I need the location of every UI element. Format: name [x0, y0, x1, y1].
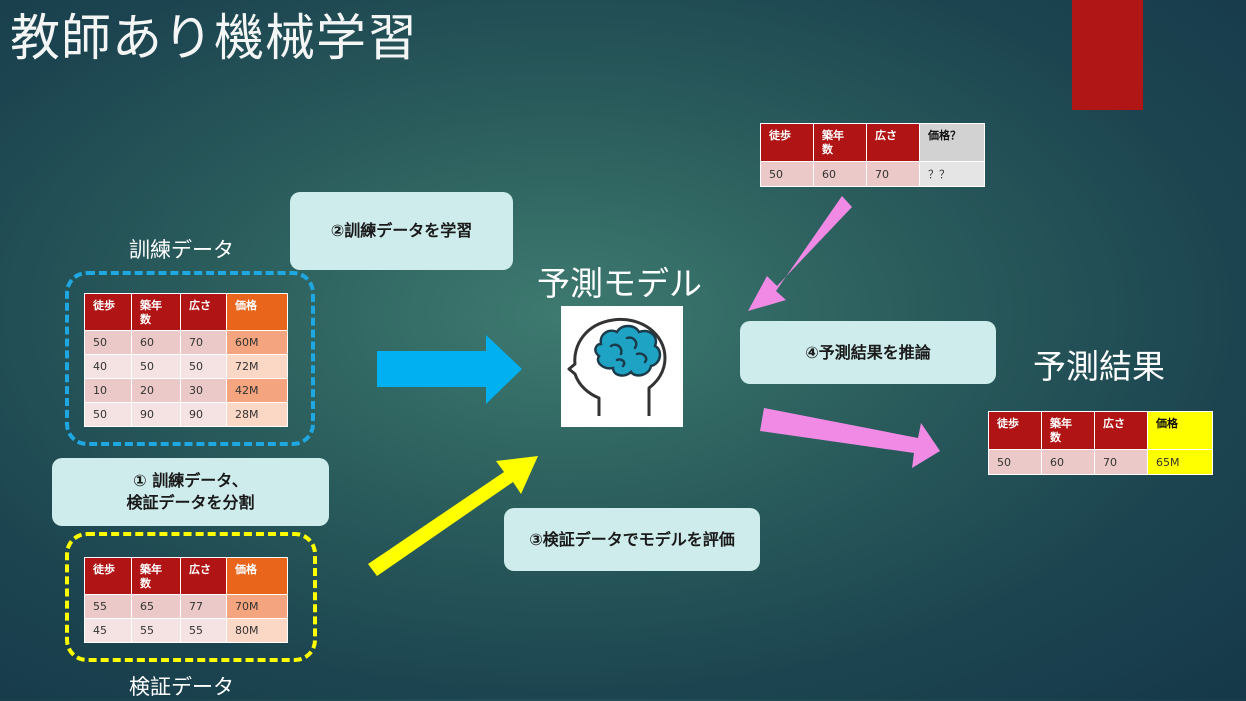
cell: 28M: [226, 402, 288, 427]
cell: 90: [131, 402, 181, 427]
header-age: 築年数: [813, 123, 867, 162]
page-title: 教師あり機械学習: [10, 9, 418, 67]
table-row: 10 20 30 42M: [84, 378, 288, 403]
cell: 50: [760, 161, 814, 187]
header-price: 価格？: [919, 123, 985, 162]
cell: ？？: [919, 161, 985, 187]
cell: 20: [131, 378, 181, 403]
cell: 70M: [226, 594, 288, 619]
cell: 40: [84, 354, 132, 379]
cell: 42M: [226, 378, 288, 403]
header-walk: 徒歩: [84, 293, 132, 331]
cell: 50: [84, 402, 132, 427]
header-walk: 徒歩: [84, 557, 132, 595]
brain-head-icon: [561, 306, 683, 427]
table-header-row: 徒歩 築年数 広さ 価格: [84, 293, 288, 331]
step3-box: ③検証データでモデルを評価: [504, 508, 760, 571]
header-age: 築年数: [131, 293, 181, 331]
header-price: 価格: [226, 293, 288, 331]
step1-box: ① 訓練データ、 検証データを分割: [52, 458, 329, 526]
header-price: 価格: [1147, 411, 1213, 450]
cell: 60M: [226, 330, 288, 355]
validation-data-label: 検証データ: [129, 675, 234, 699]
cell: 70: [1094, 449, 1148, 475]
cell: 90: [180, 402, 227, 427]
result-label: 予測結果: [1033, 347, 1165, 386]
cell: 65: [131, 594, 181, 619]
header-walk: 徒歩: [760, 123, 814, 162]
header-area: 広さ: [866, 123, 920, 162]
cell: 80M: [226, 618, 288, 643]
cell: 50: [988, 449, 1042, 475]
cell: 70: [866, 161, 920, 187]
table-row: 55 65 77 70M: [84, 594, 288, 619]
step2-box: ②訓練データを学習: [290, 192, 513, 270]
table-row: 50 60 70 ？？: [760, 161, 985, 187]
table-row: 45 55 55 80M: [84, 618, 288, 643]
table-header-row: 徒歩 築年数 広さ 価格: [988, 411, 1213, 450]
arrow-input-icon: [748, 196, 852, 311]
table-row: 50 60 70 60M: [84, 330, 288, 355]
model-label: 予測モデル: [537, 264, 702, 303]
cell: 55: [180, 618, 227, 643]
cell: 10: [84, 378, 132, 403]
cell: 72M: [226, 354, 288, 379]
cell: 50: [180, 354, 227, 379]
training-data-label: 訓練データ: [129, 238, 234, 262]
validation-table: 徒歩 築年数 広さ 価格 55 65 77 70M 45 55 55 80M: [84, 557, 288, 643]
cell: 77: [180, 594, 227, 619]
header-price: 価格: [226, 557, 288, 595]
result-table: 徒歩 築年数 広さ 価格 50 60 70 65M: [988, 411, 1213, 475]
step1-line1: ① 訓練データ、: [133, 471, 248, 490]
input-table: 徒歩 築年数 広さ 価格？ 50 60 70 ？？: [760, 123, 985, 187]
accent-rectangle: [1072, 0, 1143, 110]
training-table: 徒歩 築年数 広さ 価格 50 60 70 60M 40 50 50 72M 1…: [84, 293, 288, 427]
cell: 55: [84, 594, 132, 619]
header-age: 築年数: [131, 557, 181, 595]
header-area: 広さ: [180, 293, 227, 331]
cell: 55: [131, 618, 181, 643]
table-header-row: 徒歩 築年数 広さ 価格？: [760, 123, 985, 162]
cell: 30: [180, 378, 227, 403]
cell: 70: [180, 330, 227, 355]
step4-box: ④予測結果を推論: [740, 321, 996, 384]
table-row: 50 90 90 28M: [84, 402, 288, 427]
cell: 50: [84, 330, 132, 355]
validation-data-frame: [65, 532, 317, 662]
header-walk: 徒歩: [988, 411, 1042, 450]
arrow-validate-icon: [368, 456, 538, 576]
header-age: 築年数: [1041, 411, 1095, 450]
table-row: 40 50 50 72M: [84, 354, 288, 379]
table-row: 50 60 70 65M: [988, 449, 1213, 475]
cell: 60: [131, 330, 181, 355]
cell: 45: [84, 618, 132, 643]
header-area: 広さ: [1094, 411, 1148, 450]
cell: 60: [813, 161, 867, 187]
cell: 60: [1041, 449, 1095, 475]
header-area: 広さ: [180, 557, 227, 595]
cell: 50: [131, 354, 181, 379]
training-data-frame: [65, 271, 315, 446]
table-header-row: 徒歩 築年数 広さ 価格: [84, 557, 288, 595]
cell: 65M: [1147, 449, 1213, 475]
arrow-result-icon: [760, 408, 940, 468]
step1-line2: 検証データを分割: [126, 493, 255, 512]
arrow-train-icon: [377, 335, 522, 404]
